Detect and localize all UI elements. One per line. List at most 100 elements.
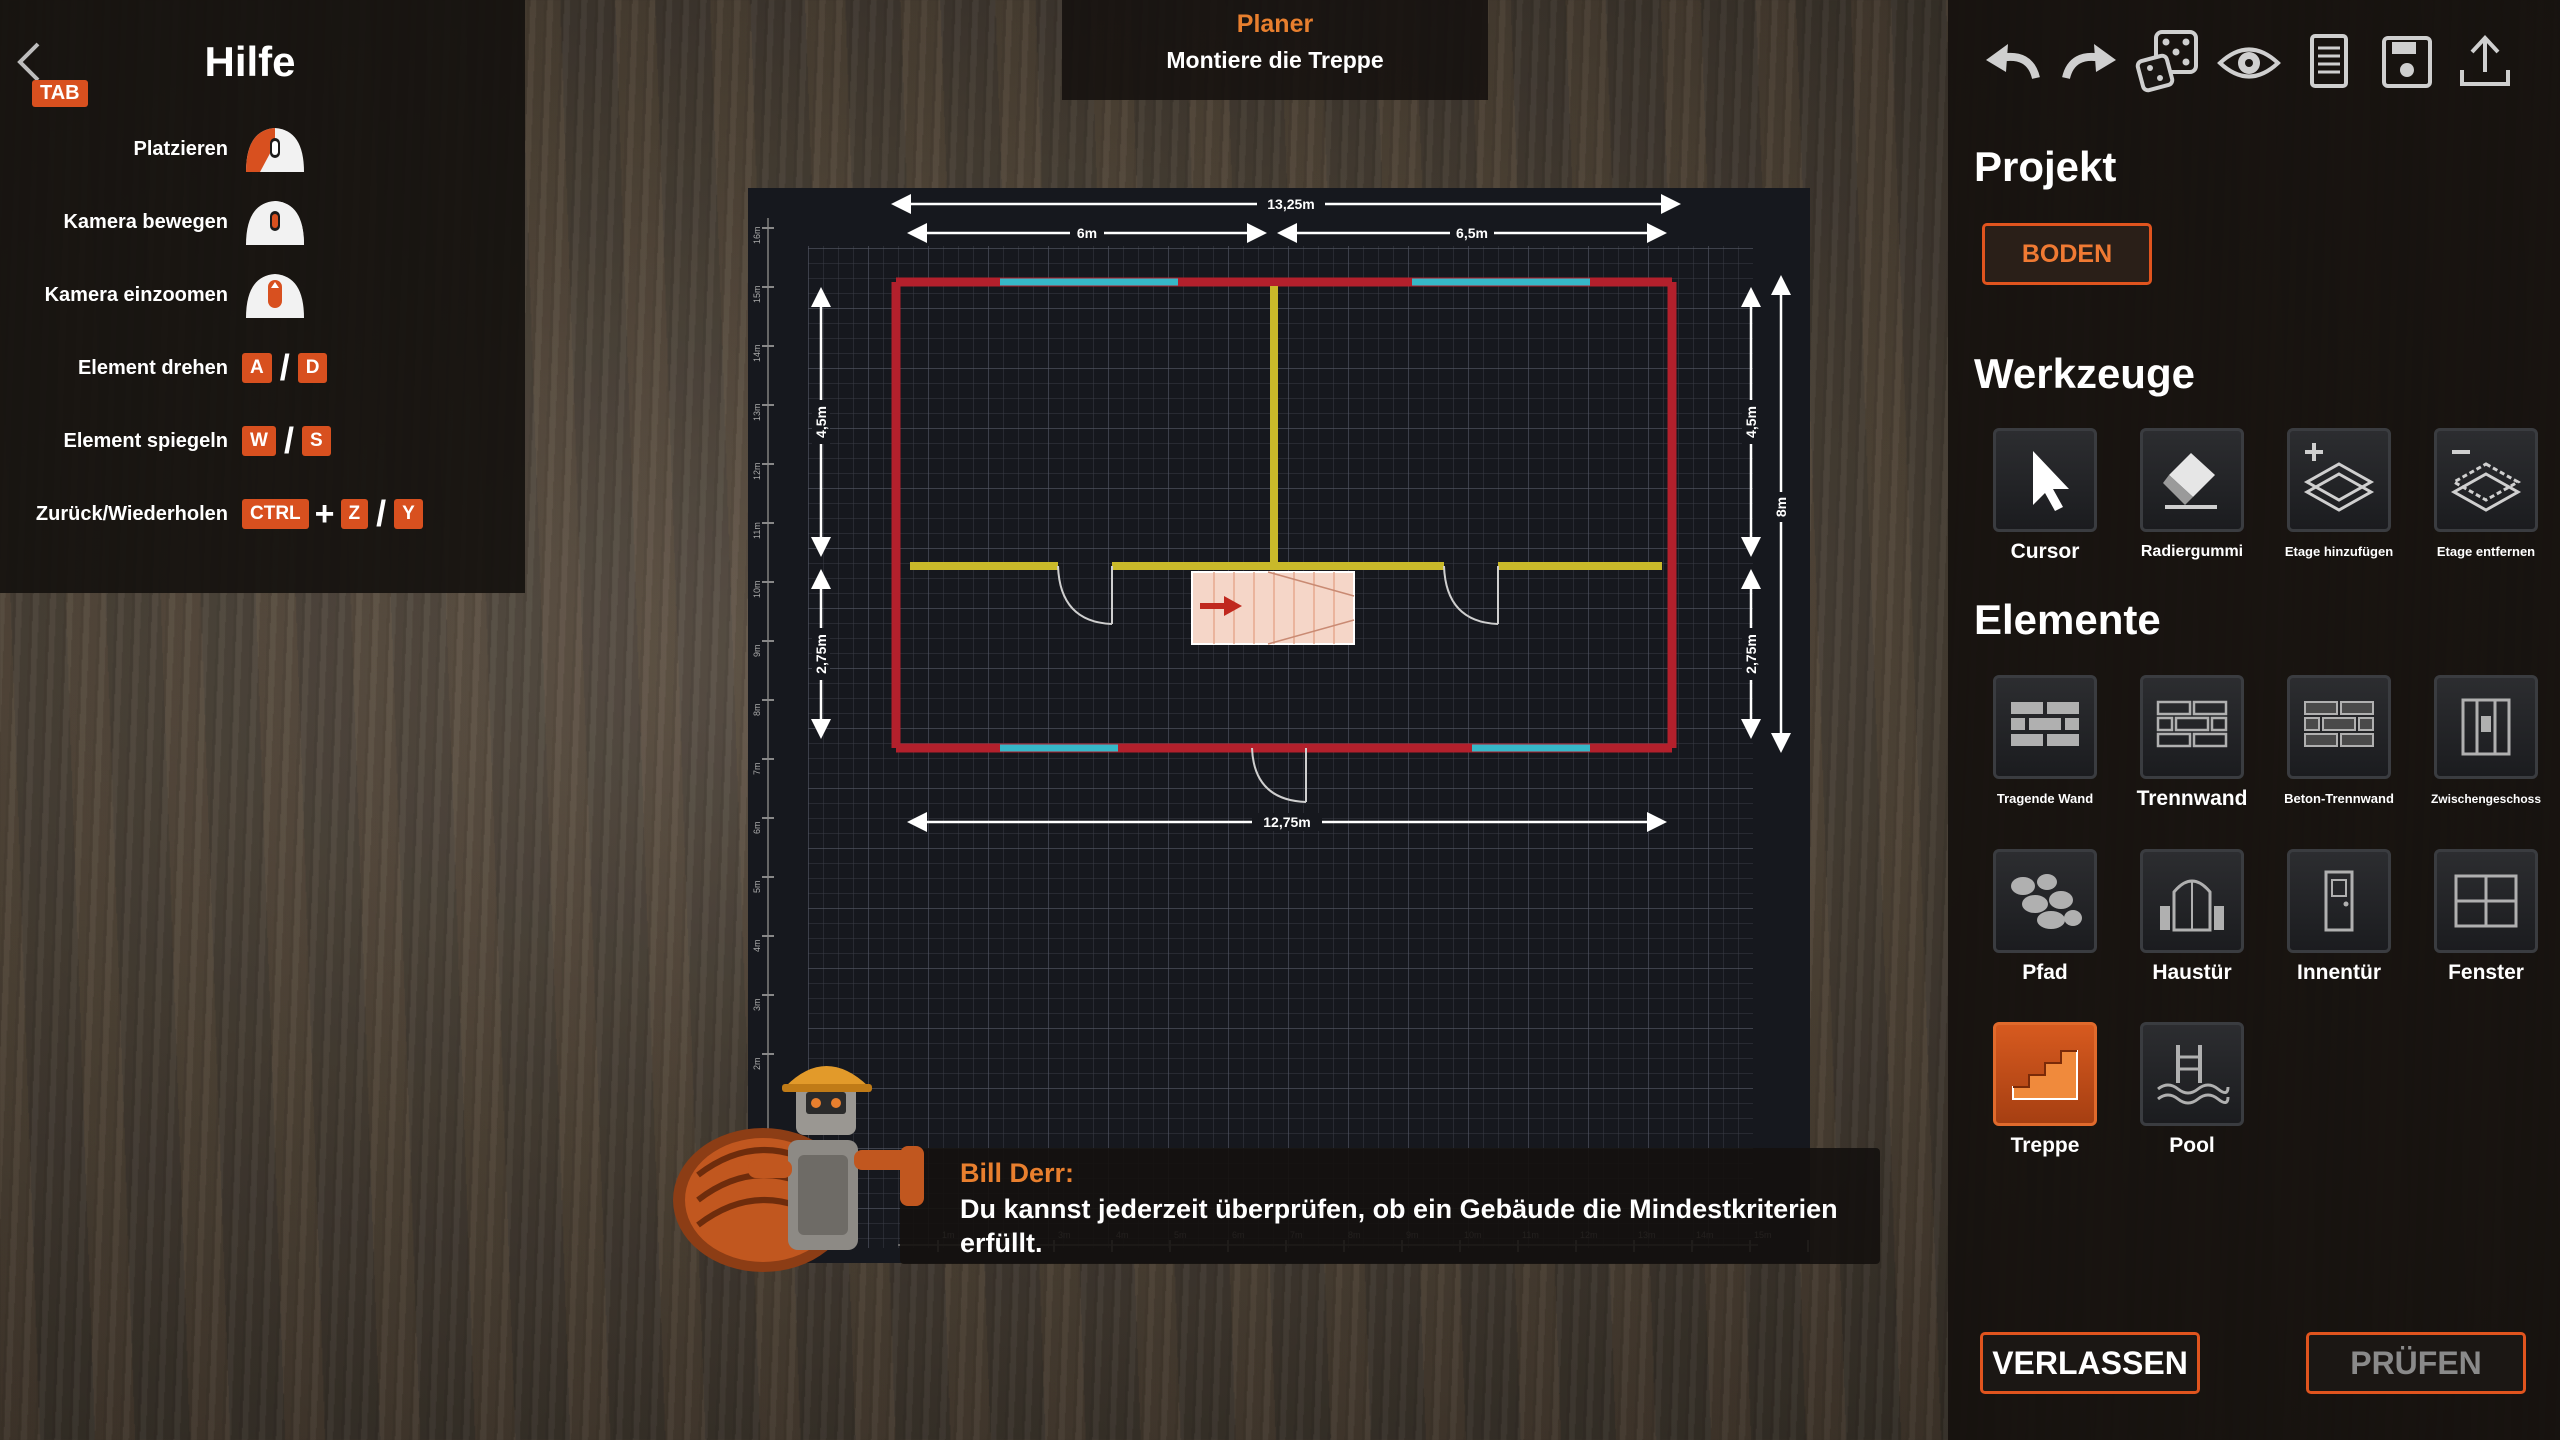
tool-tile[interactable] <box>2140 428 2244 532</box>
ruler-label: 9m <box>752 644 762 657</box>
staircase-element[interactable] <box>1191 571 1355 645</box>
tool-cursor[interactable]: Cursor <box>1970 428 2120 562</box>
tool-tile[interactable] <box>2140 849 2244 953</box>
help-label: Platzieren <box>133 137 228 160</box>
eye-icon[interactable] <box>2214 28 2284 98</box>
tool-eraser[interactable]: Radiergummi <box>2117 428 2267 562</box>
dim-top-left: 6m <box>1077 225 1097 241</box>
help-row-rotate: Element drehen A / D <box>0 343 328 393</box>
element-interior-door[interactable]: Innentür <box>2264 849 2414 983</box>
element-partition-wall[interactable]: Trennwand <box>2117 675 2267 809</box>
dim-right-total: 8m <box>1773 497 1789 517</box>
ruler-label: 7m <box>752 762 762 775</box>
element-load-bearing-wall[interactable]: Tragende Wand <box>1970 675 2120 809</box>
mouse-right-click-icon <box>246 201 304 245</box>
tool-tile[interactable] <box>2434 428 2538 532</box>
element-stairs[interactable]: Treppe <box>1970 1022 2120 1156</box>
key-ctrl: CTRL <box>242 499 309 529</box>
key-z: Z <box>340 499 369 529</box>
dice-icon[interactable] <box>2134 28 2204 98</box>
tool-tile[interactable] <box>2287 428 2391 532</box>
tool-tile[interactable] <box>2434 849 2538 953</box>
project-title: Projekt <box>1974 143 2117 190</box>
help-row-place: Platzieren <box>0 124 308 174</box>
tool-remove-floor[interactable]: Etage entfernen <box>2411 428 2560 562</box>
dim-left-lower: 2,75m <box>813 634 829 674</box>
key-plus: + <box>314 495 335 533</box>
key-w: W <box>242 426 276 456</box>
element-concrete-partition[interactable]: Beton-Trennwand <box>2264 675 2414 809</box>
document-icon[interactable] <box>2294 28 2364 98</box>
path-stones-icon <box>2011 874 2082 929</box>
tool-label: Pfad <box>2022 961 2068 984</box>
tools-title: Werkzeuge <box>1974 350 2195 397</box>
element-front-door[interactable]: Haustür <box>2117 849 2267 983</box>
key-s: S <box>301 426 331 456</box>
undo-icon[interactable] <box>1978 28 2048 98</box>
tab-key-badge: TAB <box>32 80 88 107</box>
tool-label: Cursor <box>2010 540 2080 563</box>
redo-icon[interactable] <box>2054 28 2124 98</box>
tool-tile[interactable] <box>1993 675 2097 779</box>
tool-tile[interactable] <box>2140 675 2244 779</box>
objective-banner: Planer Montiere die Treppe <box>1062 0 1488 100</box>
element-mezzanine[interactable]: Zwischengeschoss <box>2411 675 2560 809</box>
dim-bottom: 12,75m <box>1263 814 1310 830</box>
help-row-undo-redo: Zurück/Wiederholen CTRL + Z / Y <box>0 489 423 539</box>
floor-button[interactable]: BODEN <box>1982 223 2152 285</box>
upload-icon[interactable] <box>2450 28 2520 98</box>
help-panel: TAB Hilfe Platzieren Kamera bewegen Kame… <box>0 0 525 593</box>
tool-tile[interactable] <box>1993 428 2097 532</box>
ruler-label: 2m <box>752 1057 762 1070</box>
tool-label: Trennwand <box>2136 787 2248 810</box>
tool-label: Beton-Trennwand <box>2284 791 2394 806</box>
tool-tile[interactable] <box>2287 849 2391 953</box>
mouse-wheel-icon <box>246 274 304 318</box>
help-row-move-camera: Kamera bewegen <box>0 197 308 247</box>
key-separator: / <box>279 347 290 388</box>
element-window[interactable]: Fenster <box>2411 849 2560 983</box>
pool-icon <box>2157 1045 2230 1105</box>
tool-label: Etage hinzufügen <box>2284 544 2394 559</box>
leave-button[interactable]: VERLASSEN <box>1980 1332 2200 1394</box>
door-swings <box>1057 565 1499 803</box>
back-chevron-icon[interactable] <box>14 40 44 84</box>
dialog-text: Du kannst jederzeit überprüfen, ob ein G… <box>960 1194 1838 1258</box>
key-d: D <box>297 353 328 383</box>
ruler-label: 5m <box>752 880 762 893</box>
key-separator: / <box>283 420 294 461</box>
tool-tile[interactable] <box>2287 675 2391 779</box>
element-pool[interactable]: Pool <box>2117 1022 2267 1156</box>
ruler-label: 4m <box>752 939 762 952</box>
tool-label: Fenster <box>2448 961 2524 984</box>
ruler-label: 14m <box>752 344 762 362</box>
ruler-label: 6m <box>752 821 762 834</box>
dim-top-total: 13,25m <box>1267 196 1314 212</box>
tool-tile[interactable] <box>1993 1022 2097 1126</box>
dialog-box: Bill Derr: Du kannst jederzeit überprüfe… <box>900 1148 1880 1264</box>
check-button[interactable]: PRÜFEN <box>2306 1332 2526 1394</box>
tool-label: Zwischengeschoss <box>2430 792 2542 806</box>
dialog-speaker: Bill Derr: <box>960 1158 1075 1188</box>
help-row-mirror: Element spiegeln W / S <box>0 416 331 466</box>
tool-tile[interactable] <box>2140 1022 2244 1126</box>
tool-label: Tragende Wand <box>1996 791 2094 806</box>
element-path[interactable]: Pfad <box>1970 849 2120 983</box>
elements-title: Elemente <box>1974 596 2161 643</box>
tool-tile[interactable] <box>1993 849 2097 953</box>
save-icon[interactable] <box>2372 28 2442 98</box>
stairs-icon <box>2012 1050 2078 1100</box>
help-label: Element drehen <box>77 356 228 379</box>
tool-tile[interactable] <box>2434 675 2538 779</box>
tool-label: Treppe <box>2010 1134 2080 1157</box>
cursor-icon <box>2033 451 2069 511</box>
tool-add-floor[interactable]: Etage hinzufügen <box>2264 428 2414 562</box>
window-icon <box>2454 874 2518 928</box>
mezzanine-icon <box>2461 698 2511 756</box>
banner-title: Planer <box>1236 10 1314 38</box>
add-floor-icon <box>2303 443 2375 512</box>
tool-label: Haustür <box>2152 961 2232 984</box>
